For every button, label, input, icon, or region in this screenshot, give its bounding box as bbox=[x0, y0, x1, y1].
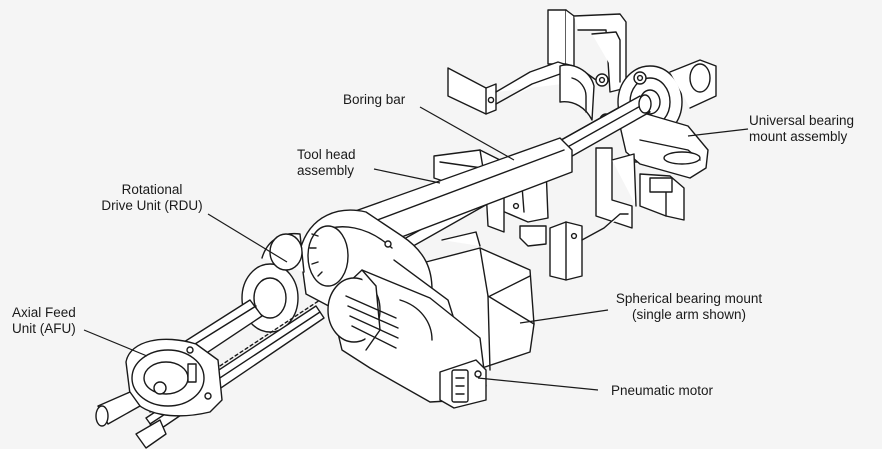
label-tool-head-line-2: assembly bbox=[297, 163, 355, 178]
label-afu-line-1: Axial Feed bbox=[12, 305, 76, 320]
label-afu: Axial Feed Unit (AFU) bbox=[12, 305, 76, 337]
universal-bearing-mount-part bbox=[447, 9, 717, 281]
leader-boring-bar bbox=[419, 106, 515, 161]
leader-universal-bearing bbox=[687, 128, 749, 137]
label-universal-bearing-mount: Universal bearing mount assembly bbox=[749, 113, 854, 145]
label-rdu: Rotational Drive Unit (RDU) bbox=[82, 182, 222, 214]
leader-tool-head bbox=[373, 168, 441, 184]
label-universal-line-1: Universal bearing bbox=[749, 113, 855, 128]
label-spherical-line-1: Spherical bearing mount bbox=[615, 291, 763, 306]
pneumatic-motor-part bbox=[327, 269, 487, 409]
label-tool-head-line-1: Tool head bbox=[297, 147, 356, 162]
leader-lines bbox=[83, 106, 749, 391]
leader-afu bbox=[83, 329, 148, 357]
label-afu-line-2: Unit (AFU) bbox=[12, 321, 76, 336]
label-boring-bar: Boring bar bbox=[343, 92, 405, 108]
label-spherical-bearing-mount: Spherical bearing mount (single arm show… bbox=[608, 291, 770, 323]
afu-part bbox=[95, 299, 325, 449]
label-boring-bar-text: Boring bar bbox=[343, 92, 406, 107]
label-pneumatic-motor: Pneumatic motor bbox=[611, 383, 713, 399]
leader-pneumatic-motor bbox=[477, 377, 599, 391]
label-rdu-line-2: Drive Unit (RDU) bbox=[101, 198, 203, 213]
label-tool-head: Tool head assembly bbox=[297, 147, 356, 179]
label-pneumatic-motor-text: Pneumatic motor bbox=[611, 383, 714, 398]
label-rdu-line-1: Rotational bbox=[121, 182, 183, 197]
label-spherical-line-2: (single arm shown) bbox=[631, 307, 747, 322]
leader-rdu bbox=[207, 213, 288, 263]
leader-spherical-bearing bbox=[519, 309, 609, 324]
label-universal-line-2: mount assembly bbox=[749, 129, 848, 144]
